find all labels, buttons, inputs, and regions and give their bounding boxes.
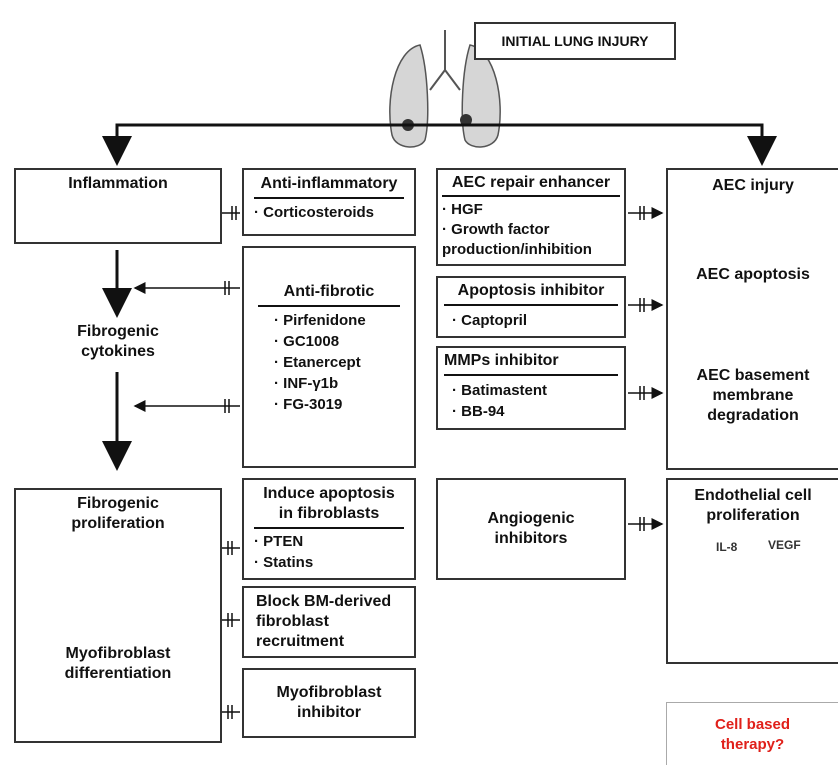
anti-fibrotic-item: · Pirfenidone [274,312,366,329]
apoptosis-inhibitor-box: Apoptosis inhibitor · Captopril [436,276,626,338]
aec-repair-box: AEC repair enhancer · HGF · Growth facto… [436,168,626,266]
aec-box: AEC injury AEC apoptosis AEC basement me… [666,168,838,470]
aec-basement-label: AEC basement membrane degradation [696,367,810,424]
anti-inflammatory-box: Anti-inflammatory · Corticosteroids [242,168,416,236]
initial-injury-box: INITIAL LUNG INJURY [474,22,676,60]
aec-injury-label: AEC injury [712,177,794,194]
block-bm-box: Block BM-derived fibroblast recruitment [242,586,416,658]
mmps-inhibitor-item: · Batimastent [452,382,548,399]
fibrogenic-box: Fibrogenic proliferation Myofibroblast d… [14,488,222,743]
apoptosis-inhibitor-item: · Captopril [452,312,528,329]
anti-fibrotic-item: · GC1008 [274,333,340,350]
induce-apoptosis-box: Induce apoptosis in fibroblasts · PTEN ·… [242,478,416,580]
anti-fibrotic-item: · INF-γ1b [274,375,339,392]
aec-repair-item: · HGF [442,201,483,218]
cell-therapy-box: Cell based therapy? [666,702,838,765]
myofibroblast-inhibitor-label: Myofibroblast inhibitor [276,684,382,721]
fibrogenic-cytokines-label: Fibrogenic cytokines [77,323,159,360]
induce-apoptosis-item: · PTEN [254,533,304,550]
myofibroblast-differentiation-label: Myofibroblast differentiation [64,645,172,682]
anti-inflammatory-title: Anti-inflammatory [254,174,404,199]
lung-icon [389,30,501,148]
anti-inflammatory-item: · Corticosteroids [254,204,375,221]
angiogenic-box: Angiogenic inhibitors [436,478,626,580]
aec-repair-title: AEC repair enhancer [442,173,620,197]
mmps-inhibitor-box: MMPs inhibitor · Batimastent · BB-94 [436,346,626,430]
cell-therapy-label: Cell based therapy? [714,716,791,753]
endothelial-box: Endothelial cell proliferation IL-8 VEGF [666,478,838,664]
mmps-inhibitor-title: MMPs inhibitor [444,351,618,376]
induce-apoptosis-item: · Statins [254,554,314,571]
angiogenic-label: Angiogenic inhibitors [487,510,575,547]
anti-fibrotic-item: · Etanercept [274,354,361,371]
endothelial-label: Endothelial cell proliferation [694,487,812,524]
fibrogenic-proliferation-label: Fibrogenic proliferation [71,495,165,532]
inflammation-box: Inflammation [14,168,222,244]
anti-fibrotic-item: · FG-3019 [274,396,343,413]
block-bm-label: Block BM-derived fibroblast recruitment [256,593,392,650]
anti-fibrotic-title: Anti-fibrotic [258,282,400,307]
inflammation-label: Inflammation [68,175,168,192]
il8-label: IL-8 [716,540,738,554]
anti-fibrotic-box: Anti-fibrotic · Pirfenidone · GC1008 · E… [242,246,416,468]
aec-apoptosis-label: AEC apoptosis [696,266,810,283]
mmps-inhibitor-item: · BB-94 [452,403,505,420]
apoptosis-inhibitor-title: Apoptosis inhibitor [444,281,618,306]
myofibroblast-inhibitor-box: Myofibroblast inhibitor [242,668,416,738]
aec-repair-item: · Growth factor production/inhibition [442,221,592,258]
vegf-label: VEGF [768,538,801,552]
initial-injury-label: INITIAL LUNG INJURY [501,33,649,49]
induce-apoptosis-title: Induce apoptosis in fibroblasts [254,484,404,529]
